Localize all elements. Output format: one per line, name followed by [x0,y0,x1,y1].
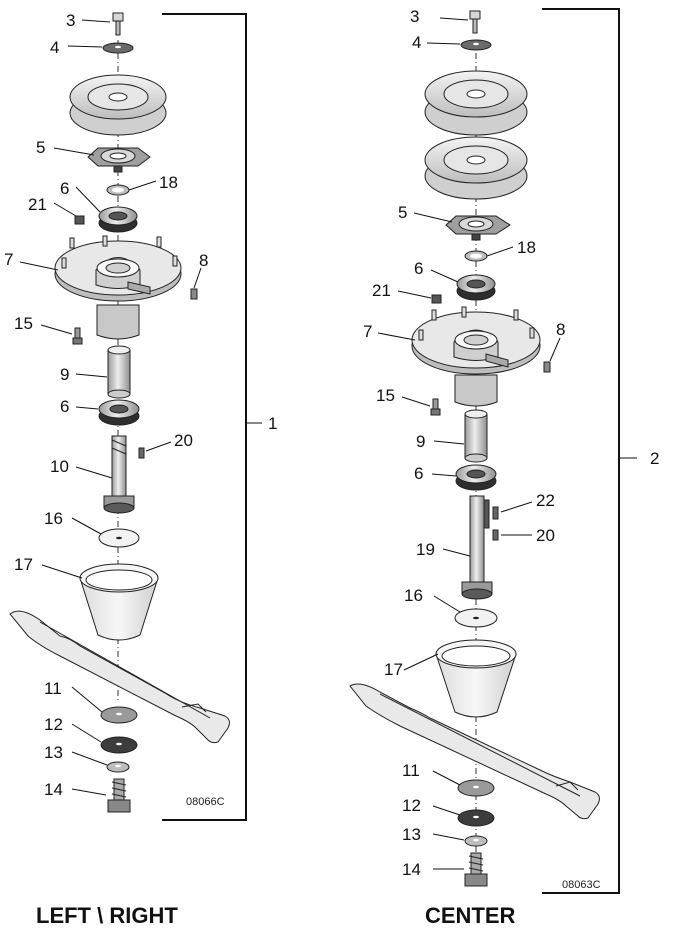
left-part-bearing-upper [98,206,138,233]
center-part-washer-top [460,39,492,51]
left-part-washer-11 [100,706,138,724]
left-leader-lines [19,19,202,796]
center-part-grease-fitting [431,294,442,304]
center-callout-8: 8 [556,320,565,339]
left-part-key [138,447,145,459]
left-callout-17: 17 [14,555,33,574]
center-callout-5: 5 [398,203,407,222]
center-callout-16: 16 [404,586,423,605]
center-part-blade-cup [435,639,517,718]
left-assembly-callout: 1 [268,414,277,433]
left-part-spacer-ring [106,184,130,196]
center-callout-21: 21 [372,281,391,300]
left-part-bearing-flange [87,147,151,173]
center-leader-lines [377,17,561,870]
left-part-grease-fitting [74,215,85,225]
center-callout-14: 14 [402,860,421,879]
left-callout-12: 12 [44,715,63,734]
left-callout-10: 10 [50,457,69,476]
left-part-bolt-15 [72,327,83,345]
left-callout-14: 14 [44,780,63,799]
center-callout-9: 9 [416,432,425,451]
left-part-mower-blade [9,610,230,744]
left-callout-16: 16 [44,509,63,528]
center-part-pulley-upper [424,70,528,136]
left-callout-15: 15 [14,314,33,333]
left-callout-5: 5 [36,138,45,157]
center-part-spindle-housing [411,306,541,407]
left-part-washer-16 [98,528,140,548]
left-callout-11: 11 [44,679,62,698]
center-part-bolt-top [469,10,481,34]
left-part-spindle-shaft [103,435,135,514]
center-assembly-caption: CENTER [425,903,516,928]
center-part-bolt-15 [430,398,441,416]
left-assembly-bracket [162,13,247,821]
center-callout-15: 15 [376,386,395,405]
left-callout-6-lower: 6 [60,397,69,416]
left-part-spacer-tube [107,345,131,399]
center-part-bearing-flange [445,215,511,241]
left-callout-6-upper: 6 [60,179,69,198]
center-part-washer-11 [457,779,495,797]
center-callout-12: 12 [402,796,421,815]
center-callout-6-lower: 6 [414,464,423,483]
center-part-spindle-shaft [461,495,493,600]
center-drawing-code: 08063C [562,879,601,891]
left-callout-4: 4 [50,38,59,57]
left-part-blade-bolt [107,778,131,813]
center-callout-19: 19 [416,540,435,559]
left-callout-13: 13 [44,743,63,762]
left-part-bearing-lower [98,399,140,426]
left-callout-20: 20 [174,431,193,450]
center-callout-11: 11 [402,761,420,780]
left-callout-21: 21 [28,195,47,214]
left-part-blade-cup [79,563,159,641]
center-assembly-callout: 2 [650,449,659,468]
left-callout-9: 9 [60,365,69,384]
center-callout-13: 13 [402,825,421,844]
left-callout-7: 7 [4,250,13,269]
center-callout-22: 22 [536,491,555,510]
center-part-spacer-tube [464,409,488,463]
center-part-washer-12 [457,809,495,827]
center-part-bearing-lower [455,464,497,491]
left-part-spindle-housing [54,235,182,340]
center-assembly: 3 4 5 18 6 21 7 8 15 9 6 22 20 19 16 17 … [349,7,659,894]
left-part-pin [190,288,198,300]
center-part-pin [543,361,551,373]
center-part-mower-blade [349,683,600,820]
left-callout-3: 3 [66,11,75,30]
center-callout-17: 17 [384,660,403,679]
left-drawing-code: 08066C [186,796,225,808]
center-callout-6-upper: 6 [414,259,423,278]
center-part-washer-16 [454,608,498,628]
center-part-washer-13 [464,835,488,847]
center-part-key-20 [492,529,499,541]
left-assembly: 3 4 5 18 21 6 7 8 15 9 6 20 10 16 17 11 … [4,11,277,821]
center-callout-3: 3 [410,7,419,26]
left-callout-18: 18 [159,173,178,192]
center-callout-4: 4 [412,33,421,52]
left-part-washer-13 [106,761,130,773]
left-part-bolt-top [112,12,124,36]
center-part-blade-bolt [464,852,488,887]
center-assembly-bracket [542,8,620,894]
left-assembly-caption: LEFT \ RIGHT [36,903,178,928]
center-part-key-22 [492,506,499,520]
left-part-pulley [69,74,167,136]
left-part-washer-top [102,42,134,54]
left-part-washer-12 [100,736,138,754]
center-part-bearing-upper [456,274,496,301]
center-part-spacer-ring [464,250,488,262]
left-callout-8: 8 [199,251,208,270]
center-part-pulley-lower [424,136,528,200]
center-callout-20: 20 [536,526,555,545]
center-callout-7: 7 [363,322,372,341]
center-callout-18: 18 [517,238,536,257]
